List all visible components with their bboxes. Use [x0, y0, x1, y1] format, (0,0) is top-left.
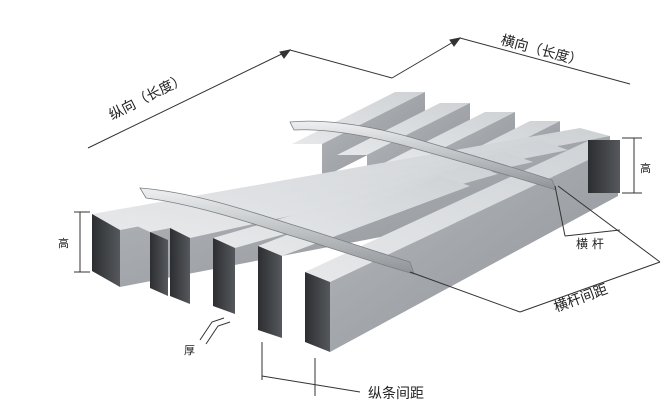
bearing-bar-spacing-label: 纵条间距: [368, 385, 424, 402]
cross-bar-spacing-leader: [409, 185, 661, 313]
cross-bar: [139, 187, 415, 275]
cross-bar-leader: [554, 185, 621, 237]
cross-bar-label: 横 杆: [576, 237, 604, 251]
bearing-bar-end-cap: [588, 140, 620, 193]
bearing-bar-spacing-dimension: [261, 342, 361, 396]
transverse-length-label: 横向（长度）: [499, 32, 584, 69]
cross-bar-spacing-label: 横杆间距: [552, 282, 610, 316]
height-dimension-left: [74, 211, 90, 273]
longitudinal-length-label: 纵向（长度）: [107, 71, 189, 123]
bearing-bar: [305, 140, 618, 352]
thickness-leader: [199, 317, 231, 345]
height-label-left: 高: [58, 236, 69, 250]
height-dimension-right: [622, 137, 642, 194]
thickness-label: 厚: [184, 344, 195, 357]
longitudinal-dimension-line: [87, 37, 631, 149]
height-label-right: 高: [640, 161, 651, 175]
